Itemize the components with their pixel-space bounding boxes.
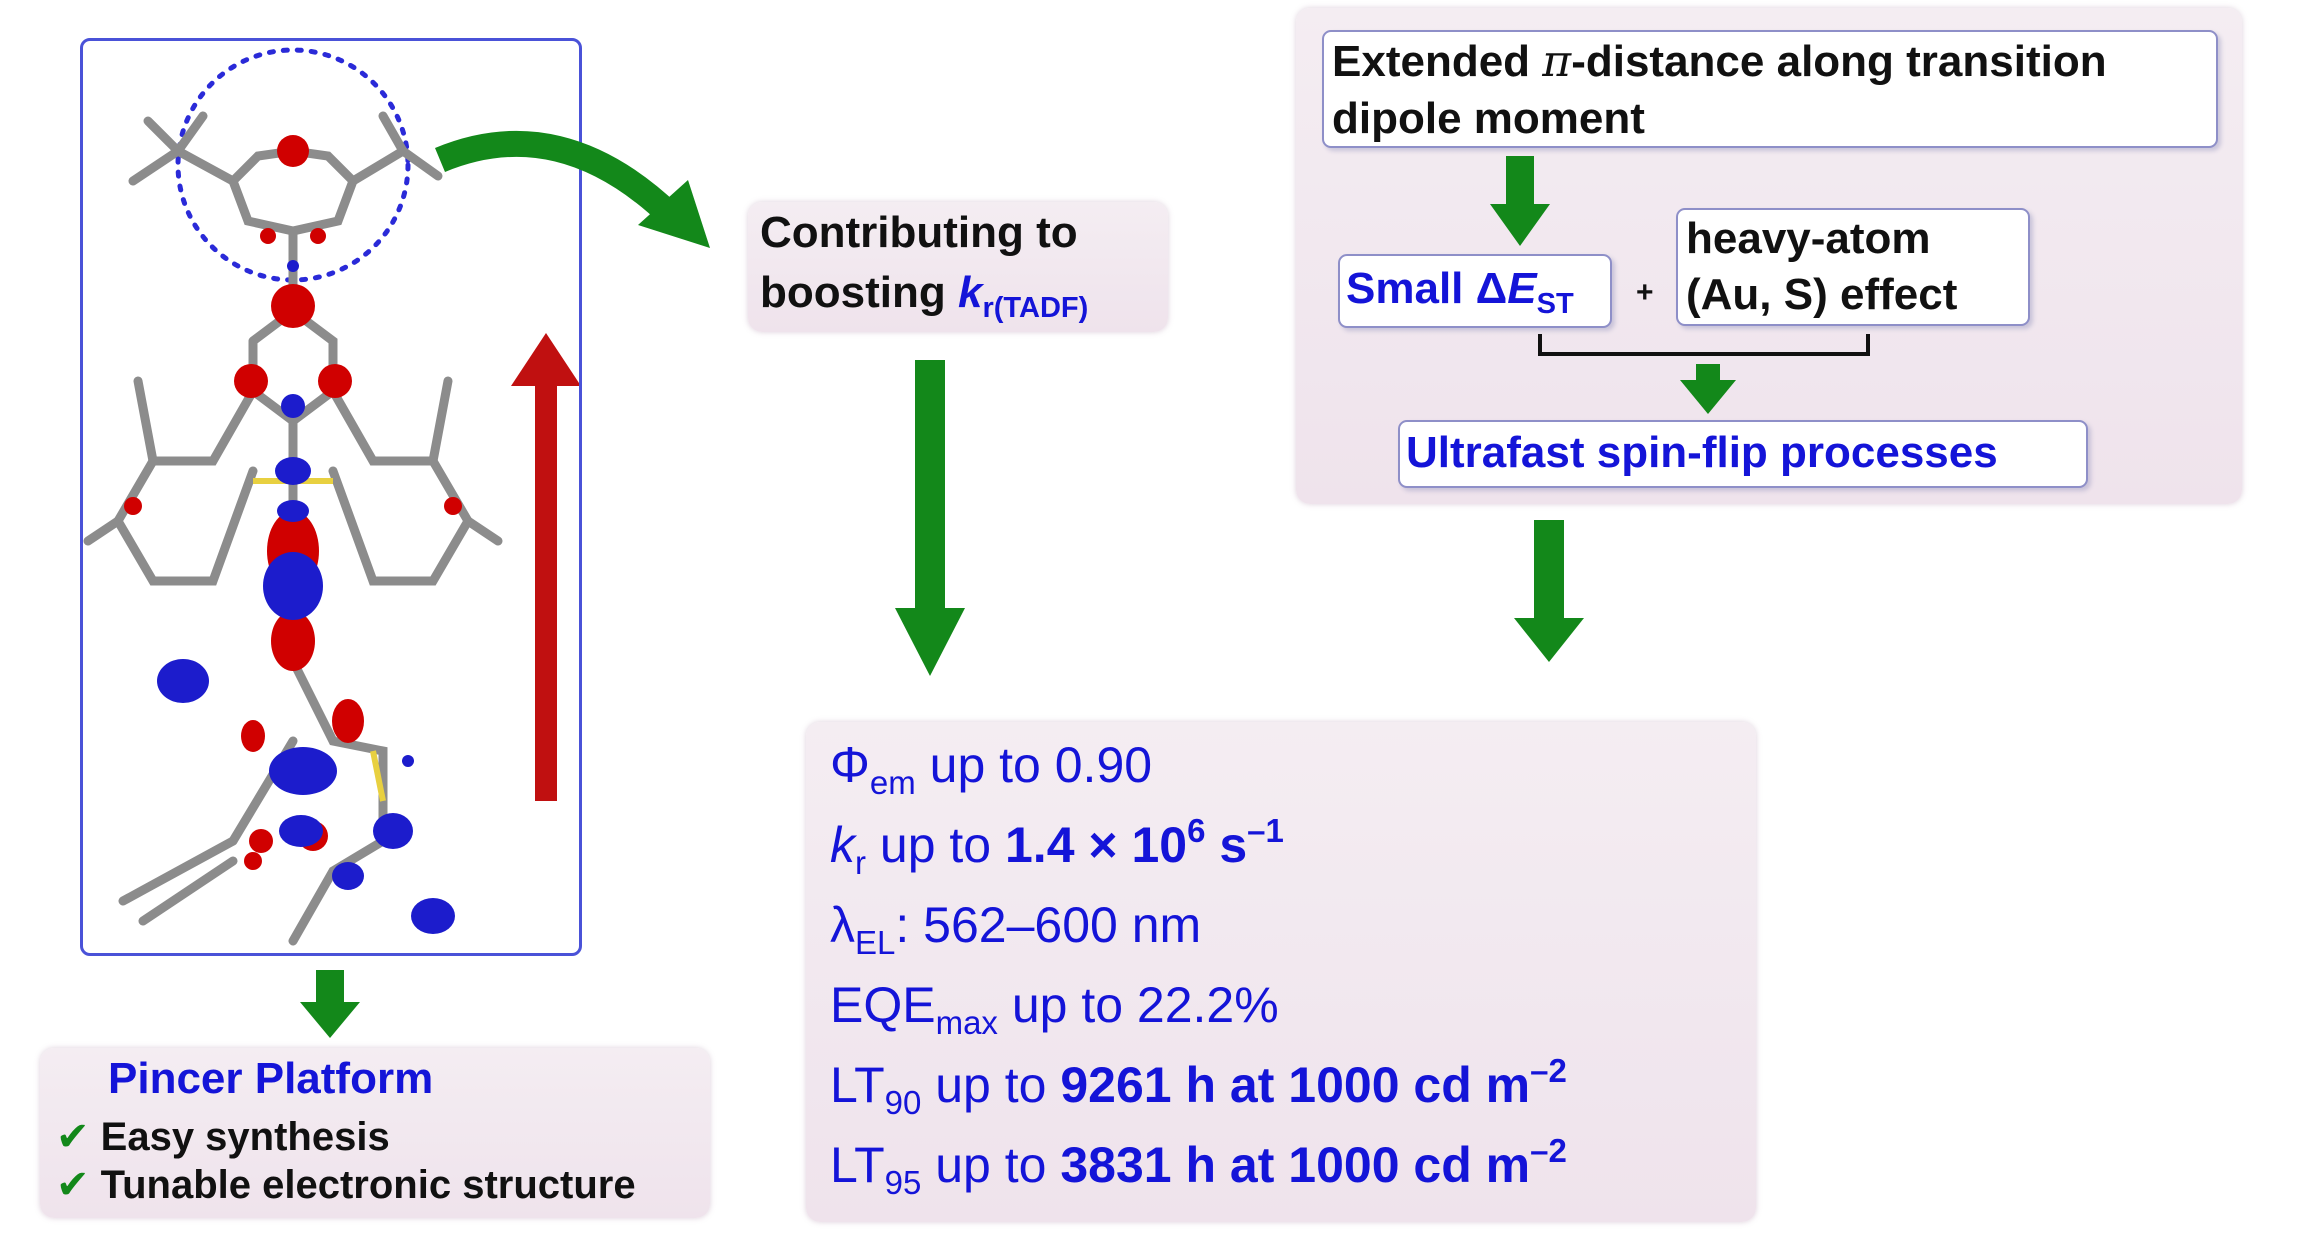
heavy-line2: (Au, S) effect (1686, 270, 1958, 319)
lambda-symbol: λ (830, 897, 855, 953)
extended-box: Extended π-distance along transition dip… (1322, 30, 2218, 148)
lambda-text: : 562–600 nm (895, 897, 1202, 953)
lt95-text: up to (921, 1137, 1061, 1193)
lt90-symbol: LT (830, 1057, 885, 1113)
extended-line2: dipole moment (1332, 94, 1645, 143)
pincer-platform-panel: Pincer Platform ✔ Easy synthesis ✔ Tunab… (40, 1048, 710, 1218)
pincer-item-1: ✔ Easy synthesis (56, 1114, 390, 1160)
lt90-sub: 90 (884, 1083, 922, 1121)
lt90-metric: LT90 up to 9261 h at 1000 cd m–2 (830, 1052, 1567, 1120)
kr-text: up to (866, 817, 1005, 873)
phi-metric: Φem up to 0.90 (830, 736, 1153, 801)
extended-line1: Extended π-distance along transition (1332, 36, 2107, 87)
eqe-metric: EQEmax up to 22.2% (830, 976, 1279, 1041)
ultrafast-text: Ultrafast spin-flip processes (1406, 428, 1998, 477)
contributing-panel: Contributing to boosting kr(TADF) (748, 202, 1168, 332)
lt95-metric: LT95 up to 3831 h at 1000 cd m–2 (830, 1132, 1567, 1200)
pincer-item-2: ✔ Tunable electronic structure (56, 1162, 636, 1208)
kr-value: 1.4 × 10 (1005, 817, 1188, 873)
phi-symbol: Φ (830, 737, 870, 793)
phi-sub: em (869, 763, 916, 801)
checkmark-icon: ✔ (56, 1115, 90, 1159)
kr-metric: kr up to 1.4 × 106 s–1 (830, 812, 1284, 880)
bracket-connector (1538, 334, 1870, 414)
kr-unit: s (1205, 817, 1248, 873)
small-est-box: Small ΔEST (1338, 254, 1612, 328)
contributing-line1: Contributing to (760, 208, 1078, 257)
heavy-line1: heavy-atom (1686, 214, 1931, 263)
kr-unit-exp: –1 (1247, 812, 1284, 850)
pi-symbol: π (1542, 36, 1572, 87)
lt95-symbol: LT (830, 1137, 885, 1193)
arrow-down-extended (1490, 156, 1550, 246)
kr-symbol: k (830, 817, 855, 873)
molecule-structure-image (83, 47, 581, 946)
eqe-symbol: EQE (830, 977, 936, 1033)
arrow-down-contrib (895, 360, 965, 676)
eqe-text: up to 22.2% (997, 977, 1279, 1033)
lt90-text: up to (921, 1057, 1061, 1113)
extended-text-a: Extended (1332, 37, 1543, 86)
plus-sign: + (1636, 276, 1654, 309)
small-sub: ST (1536, 288, 1574, 321)
lt90-value: 9261 h at 1000 cd m (1060, 1057, 1531, 1113)
small-e: E (1507, 264, 1537, 313)
small-est-text: Small ΔEST (1346, 264, 1574, 320)
k-subscript: r(TADF) (982, 292, 1089, 325)
ultrafast-box: Ultrafast spin-flip processes (1398, 420, 2088, 488)
contributing-prefix: boosting (760, 268, 958, 317)
lambda-sub: EL (855, 923, 896, 961)
checkmark-icon: ✔ (56, 1163, 90, 1207)
arrow-down-pincer (300, 970, 360, 1038)
lt95-sub: 95 (884, 1163, 922, 1201)
small-prefix: Small Δ (1346, 264, 1508, 313)
lt90-exp: –2 (1530, 1052, 1567, 1090)
lt95-exp: –2 (1530, 1132, 1567, 1170)
pincer-item-2-text: Tunable electronic structure (100, 1163, 636, 1207)
mechanism-panel: Extended π-distance along transition dip… (1296, 8, 2242, 504)
contributing-line2: boosting kr(TADF) (760, 268, 1088, 324)
extended-text-b: -distance along transition (1571, 37, 2107, 86)
kr-exp: 6 (1187, 812, 1206, 850)
lambda-metric: λEL: 562–600 nm (830, 896, 1202, 961)
molecule-panel (80, 38, 582, 956)
eqe-sub: max (935, 1003, 998, 1041)
results-panel (806, 722, 1756, 1222)
pincer-item-1-text: Easy synthesis (100, 1115, 390, 1159)
k-symbol: k (957, 268, 983, 317)
lt95-value: 3831 h at 1000 cd m (1060, 1137, 1531, 1193)
curved-arrow (435, 130, 710, 248)
kr-sub: r (855, 843, 866, 881)
phi-text: up to 0.90 (915, 737, 1153, 793)
pincer-title: Pincer Platform (108, 1054, 434, 1103)
heavy-atom-box: heavy-atom (Au, S) effect (1676, 208, 2030, 326)
arrow-down-mechanism (1514, 520, 1584, 662)
